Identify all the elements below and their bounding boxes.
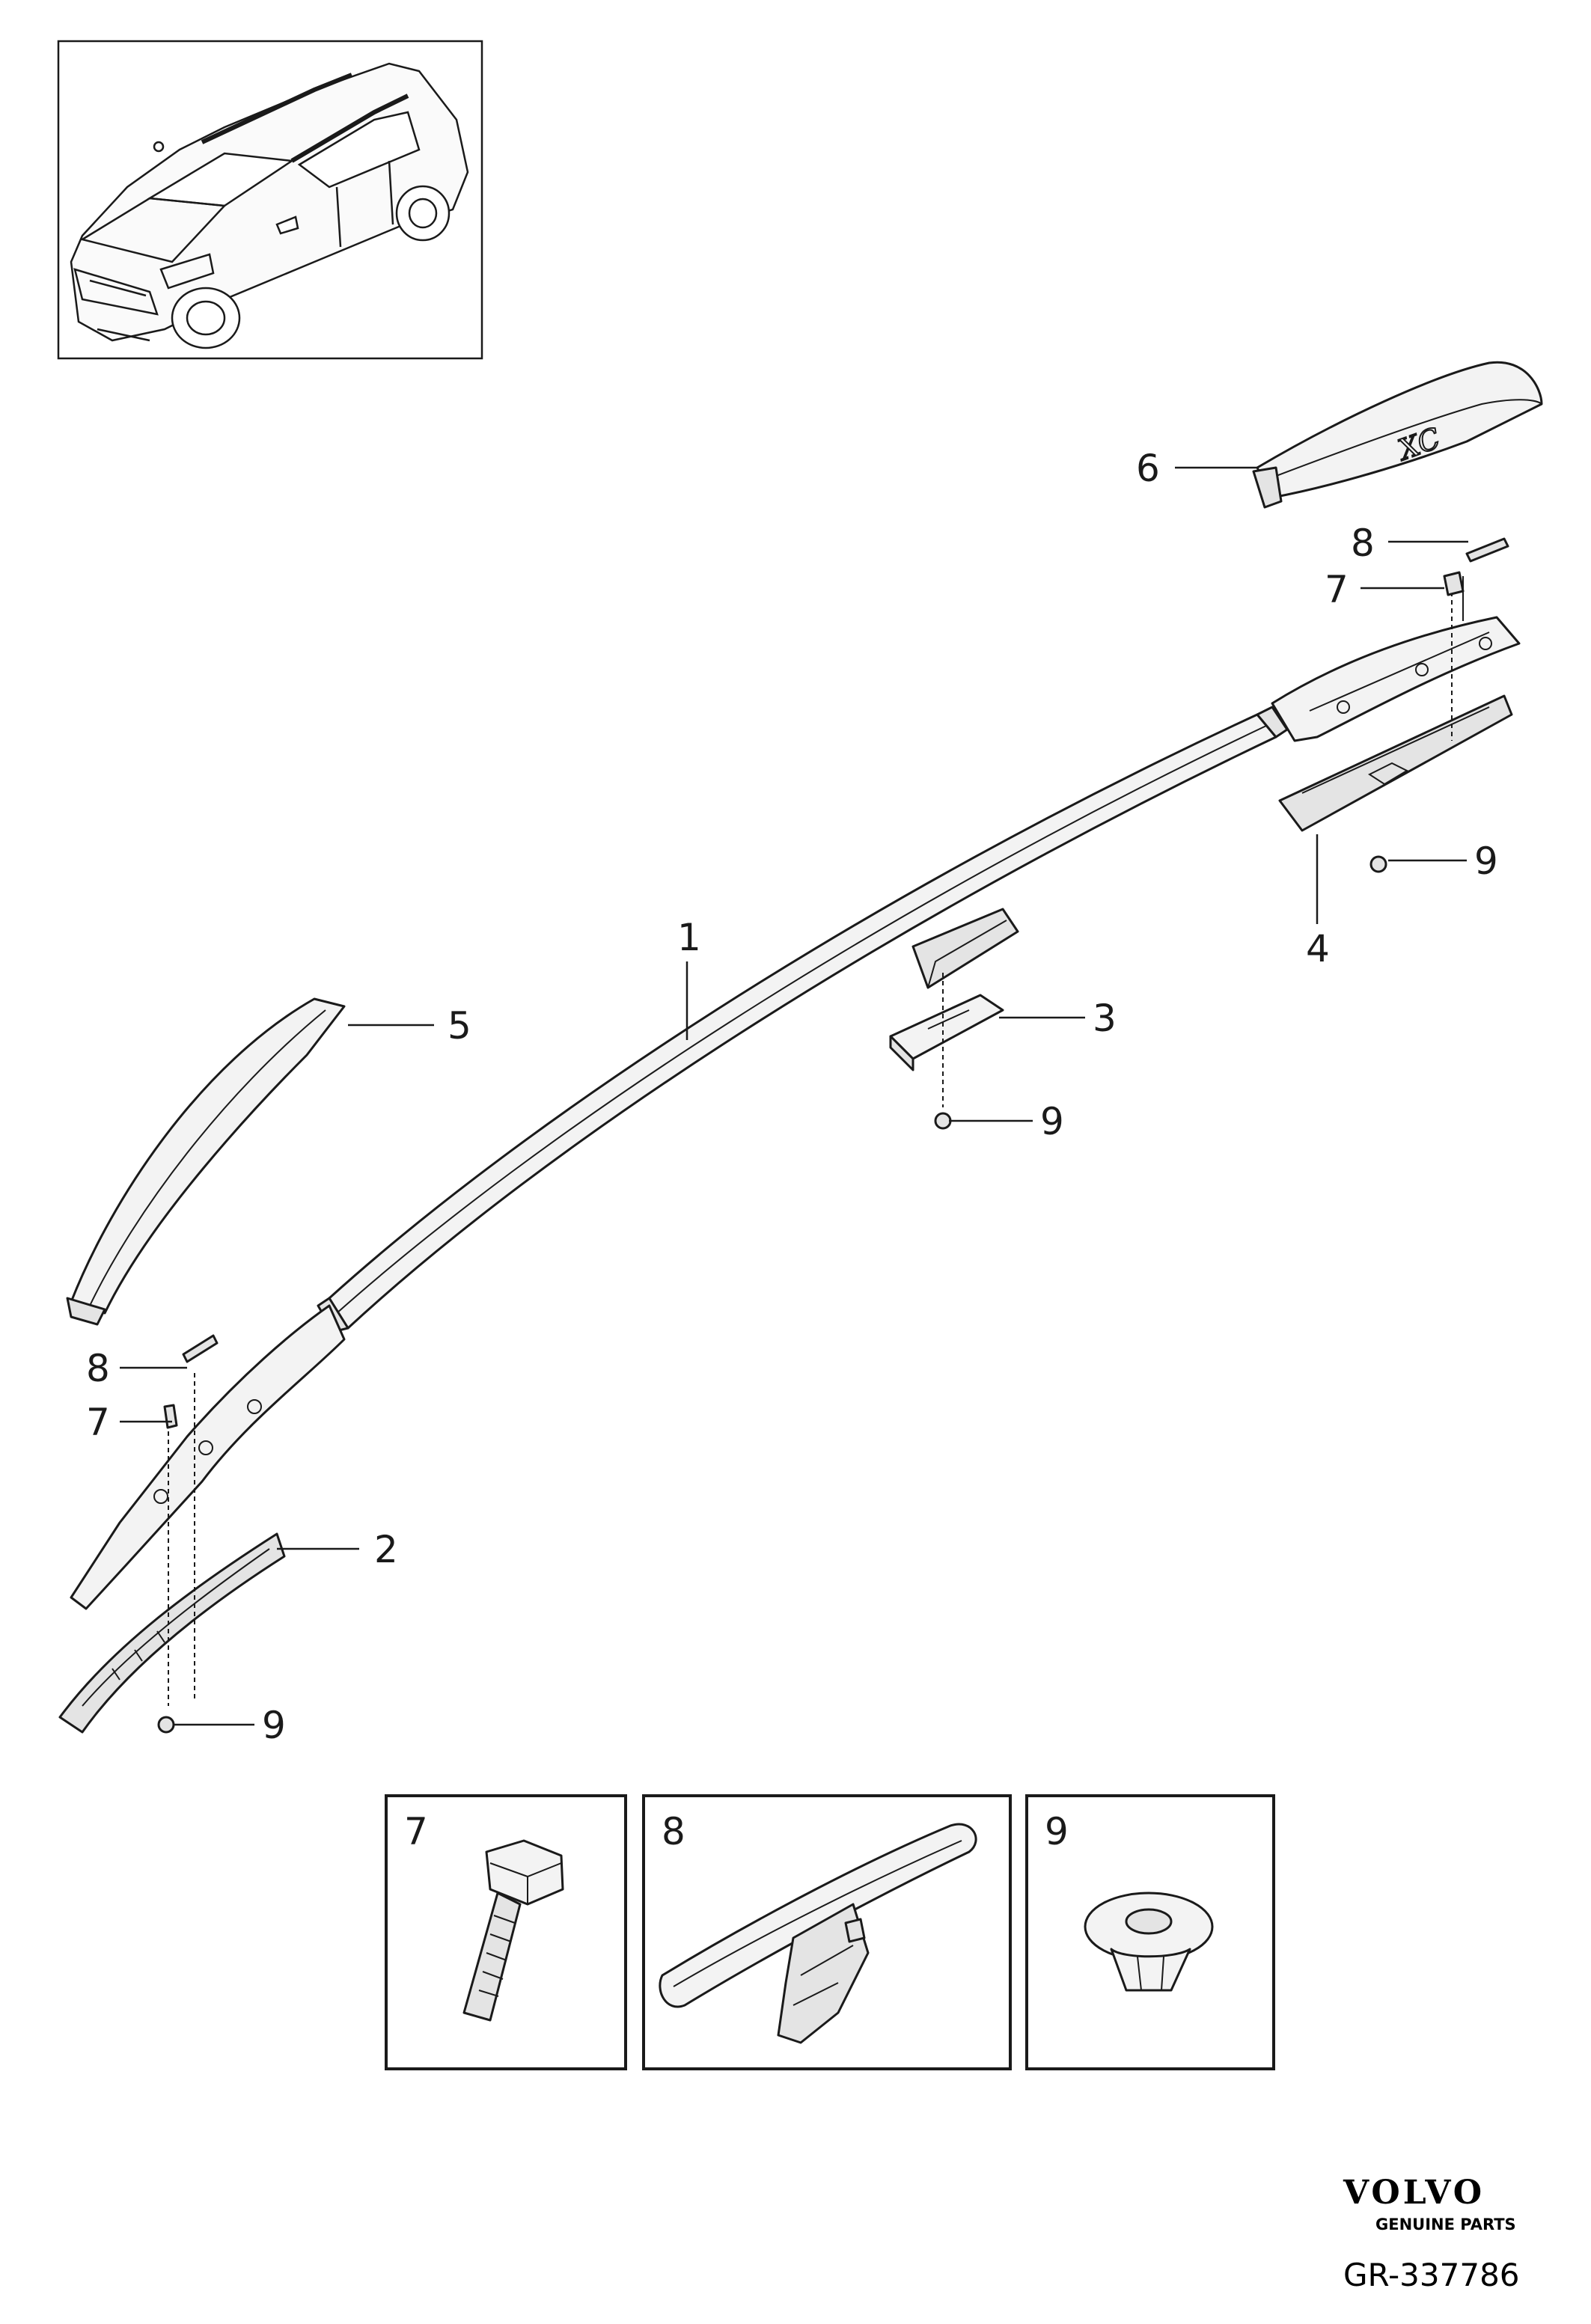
- callout-3: 3: [1093, 997, 1117, 1040]
- callout-9-mid: 9: [1040, 1100, 1064, 1143]
- callout-1: 1: [677, 916, 701, 959]
- inset-clip: 8: [642, 1794, 1012, 2070]
- diagram-reference: GR-337786: [1343, 2257, 1520, 2293]
- mid-foot: [889, 994, 1004, 1071]
- callout-8-front: 8: [86, 1347, 110, 1390]
- callout-2: 2: [374, 1528, 398, 1571]
- rear-foot-plate: [1278, 694, 1513, 832]
- leader-lines: [120, 466, 1468, 1726]
- brand-tagline: GENUINE PARTS: [1375, 2216, 1516, 2233]
- rear-end-cover: XC: [1252, 361, 1543, 509]
- inset-9-number: 9: [1045, 1810, 1069, 1853]
- roof-rail-main: [317, 706, 1289, 1333]
- clip-icon: [659, 1823, 977, 2044]
- front-bracket-assembly: [70, 1304, 346, 1610]
- callout-5: 5: [448, 1004, 471, 1048]
- callout-9-front: 9: [262, 1704, 286, 1747]
- car-illustration: [70, 62, 469, 349]
- inset-8-number: 8: [662, 1810, 685, 1853]
- front-foot-plate: [58, 1532, 286, 1734]
- bolt-icon: [462, 1839, 564, 2022]
- callout-labels: 1 2 3 4 5 6 7 8 9 9 7 8 9: [86, 447, 1498, 1747]
- callout-8-rear: 8: [1351, 522, 1375, 565]
- vehicle-thumbnail: [57, 40, 483, 360]
- inset-nut: 9: [1025, 1794, 1275, 2070]
- flange-nut-icon: [1084, 1892, 1214, 1992]
- callout-7-rear: 7: [1325, 568, 1349, 611]
- rear-bracket-assembly: [1271, 616, 1521, 742]
- front-end-cover: [66, 997, 346, 1326]
- callout-9-rear: 9: [1474, 840, 1498, 883]
- inset-7-number: 7: [404, 1810, 428, 1853]
- callout-7-front: 7: [86, 1401, 110, 1444]
- inset-bolt: 7: [385, 1794, 627, 2070]
- fasteners: [157, 537, 1509, 1734]
- brand-logo: VOLVO: [1343, 2174, 1485, 2212]
- callout-6: 6: [1136, 447, 1160, 490]
- footer: VOLVO GENUINE PARTS GR-337786: [1343, 2174, 1520, 2293]
- callout-4: 4: [1306, 927, 1330, 970]
